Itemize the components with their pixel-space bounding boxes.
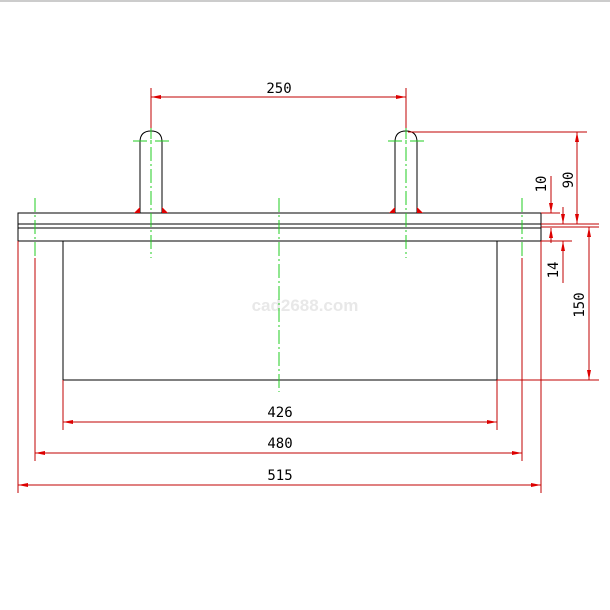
dim-body-width: 426 — [62, 380, 498, 430]
weld-mark — [162, 207, 168, 213]
dim-label: 10 — [534, 176, 550, 193]
dim-plate-width: 515 — [17, 241, 542, 493]
dim-label: 515 — [267, 468, 292, 484]
dim-label: 250 — [266, 81, 291, 97]
weld-mark — [134, 207, 140, 213]
dim-label: 90 — [561, 172, 577, 189]
dim-label: 14 — [546, 262, 562, 279]
dim-pin-height: 90 — [408, 131, 599, 225]
weld-mark — [417, 207, 423, 213]
dim-hole-spacing: 480 — [34, 258, 523, 461]
dim-label: 150 — [572, 292, 588, 317]
weld-mark — [389, 207, 395, 213]
centerlines — [34, 125, 523, 392]
watermark: cad2688.com — [252, 296, 359, 315]
dim-label: 480 — [267, 436, 292, 452]
dim-plate-top-thickness: 10 — [534, 176, 565, 243]
dim-plate-thickness: 14 — [541, 240, 572, 283]
dim-body-height: 150 — [497, 226, 599, 381]
dim-pin-spacing: 250 — [150, 81, 407, 128]
body-box — [62, 241, 498, 381]
dim-label: 426 — [267, 405, 292, 421]
